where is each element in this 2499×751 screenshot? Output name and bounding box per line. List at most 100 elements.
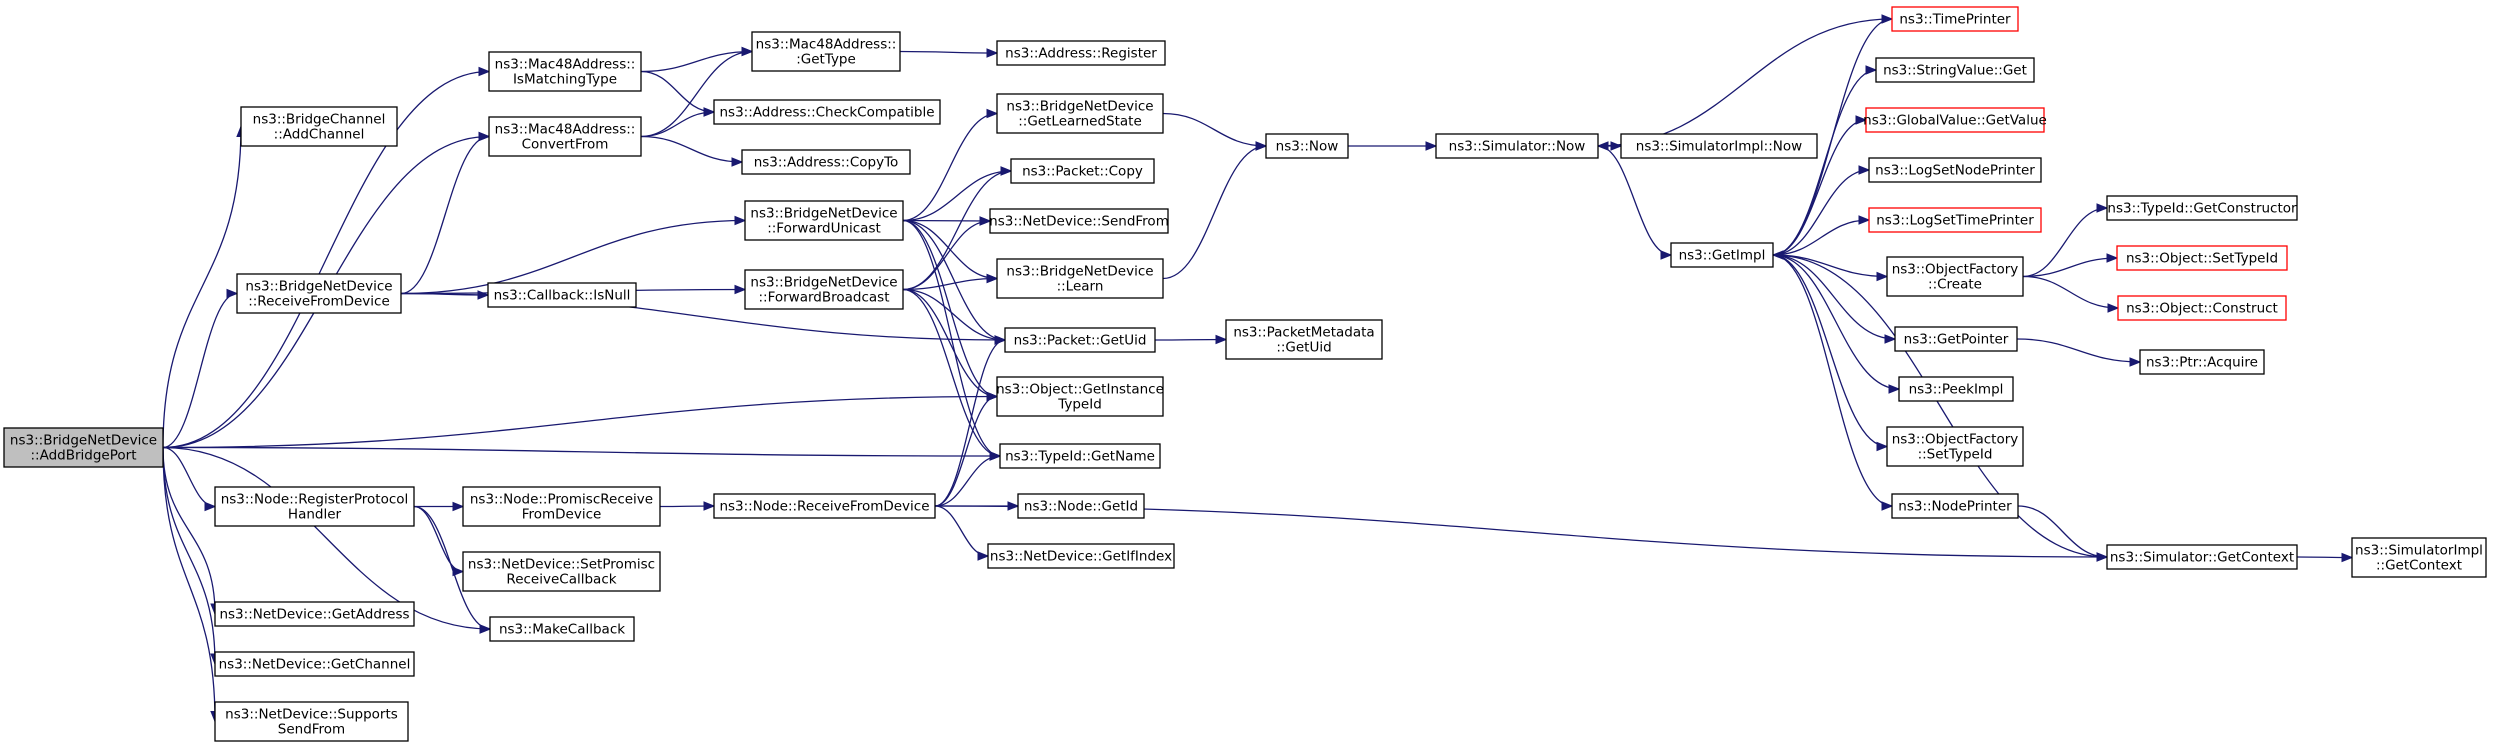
function-node-bnd-receive[interactable]: ns3::BridgeNetDevice::ReceiveFromDevice [236,273,402,314]
node-box [1898,376,2014,402]
call-edge-bnd_fwdunicast-to-typeid_getname [902,219,1001,457]
function-node-sim-getcontext[interactable]: ns3::Simulator::GetContext [2106,544,2298,570]
node-label-line: ns3::Packet::GetUid [1014,333,1147,349]
function-node-root[interactable]: ns3::BridgeNetDevice::AddBridgePort [3,427,164,468]
function-node-nd-getaddress[interactable]: ns3::NetDevice::GetAddress [214,601,415,627]
function-node-now[interactable]: ns3::Now [1265,133,1349,159]
function-node-cb-isnull[interactable]: ns3::Callback::IsNull [487,282,637,308]
node-box [1225,319,1383,360]
function-node-pkt-getuid[interactable]: ns3::Packet::GetUid [1004,327,1156,353]
node-box [1017,493,1145,519]
node-box [1265,133,1349,159]
function-node-pkt-copy[interactable]: ns3::Packet::Copy [1010,158,1155,184]
function-node-mac-ismatching[interactable]: ns3::Mac48Address::IsMatchingType [488,51,642,92]
call-edge-node_regproto-to-nd_setpromisc [413,505,464,573]
node-label-line: ::GetContext [2376,558,2462,574]
function-node-addr-copyto[interactable]: ns3::Address::CopyTo [741,149,911,175]
call-edge-root-to-typeid_getname [162,446,1001,457]
node-label-line: ::SetTypeId [1918,447,1993,463]
function-node-getpointer[interactable]: ns3::GetPointer [1894,326,2018,352]
call-edge-bnd_fwdunicast-to-bnd_getlearned [902,112,998,222]
arrowhead-node_regproto-to-makecallback [479,624,492,634]
node-label-line: ns3::Object::Construct [2126,301,2278,317]
function-node-addr-register[interactable]: ns3::Address::Register [996,40,1166,66]
node-box [462,551,661,592]
function-node-simimpl-getcontext[interactable]: ns3::SimulatorImpl::GetContext [2351,537,2487,578]
node-box [488,116,642,157]
node-label-line: ConvertFrom [522,137,609,153]
arrowhead-node_receive-to-pkt_getuid [994,335,1007,345]
function-node-node-receive[interactable]: ns3::Node::ReceiveFromDevice [713,493,936,519]
call-edge-getimpl-to-objfactory_settypeid [1772,254,1888,448]
node-label-line: ns3::Object::GetInstance [996,382,1164,398]
node-label-line: ::Create [1928,277,1982,293]
arrowhead-mac_convertfrom-to-mac_gettype [741,46,754,57]
function-node-typeid-getconstructor[interactable]: ns3::TypeId::GetConstructor [2106,195,2298,221]
function-node-stringvalue-get[interactable]: ns3::StringValue::Get [1875,57,2035,83]
function-node-objfactory-settypeid[interactable]: ns3::ObjectFactory::SetTypeId [1886,426,2024,467]
node-label-line: ns3::Simulator::GetContext [2110,550,2294,566]
function-node-nodeprinter[interactable]: ns3::NodePrinter [1891,493,2019,519]
function-node-bnd-fwdunicast[interactable]: ns3::BridgeNetDevice::ForwardUnicast [744,200,904,241]
arrowhead-nodeprinter-to-sim_getcontext [2096,552,2109,562]
node-label-line: ::ReceiveFromDevice [248,294,390,310]
call-edge-timeprinter-to-sim_now [1597,18,1893,147]
arrowhead-getimpl-to-globalvalue_getvalue [1855,115,1868,125]
call-edge-nodeprinter-to-sim_getcontext [2017,505,2108,558]
function-node-simimpl-now[interactable]: ns3::SimulatorImpl::Now [1620,133,1818,159]
function-node-bc-addchannel[interactable]: ns3::BridgeChannel::AddChannel [240,106,398,147]
node-label-line: ns3::BridgeNetDevice [750,206,897,222]
node-box [214,701,409,742]
node-box [987,543,1175,569]
function-node-nd-setpromisc[interactable]: ns3::NetDevice::SetPromiscReceiveCallbac… [462,551,661,592]
arrowhead-mac_convertfrom-to-addr_checkcompat [703,107,716,117]
function-node-obj-settypeid[interactable]: ns3::Object::SetTypeId [2116,245,2288,271]
arrowhead-root-to-mac_ismatching [478,66,491,77]
node-box [1868,157,2042,183]
function-node-nd-getchannel[interactable]: ns3::NetDevice::GetChannel [214,651,415,677]
call-edge-root-to-obj_getinstance [162,395,998,449]
function-node-node-getid[interactable]: ns3::Node::GetId [1017,493,1145,519]
arrowhead-objfactory_create-to-obj_construct [2107,303,2120,313]
node-box [999,443,1161,469]
function-node-typeid-getname[interactable]: ns3::TypeId::GetName [999,443,1161,469]
call-edge-bnd_fwdbroadcast-to-pkt_getuid [902,288,1006,341]
function-node-ptr-acquire[interactable]: ns3::Ptr::Acquire [2139,349,2265,375]
function-node-peekimpl[interactable]: ns3::PeekImpl [1898,376,2014,402]
arrowhead-root-to-bnd_receive [226,288,239,299]
function-node-obj-construct[interactable]: ns3::Object::Construct [2117,295,2287,321]
node-label-line: ns3::GlobalValue::GetValue [1863,113,2047,129]
function-node-timeprinter[interactable]: ns3::TimePrinter [1891,6,2019,32]
node-label-line: ns3::BridgeNetDevice [245,279,392,295]
node-label-line: ns3::LogSetTimePrinter [1876,213,2034,229]
function-node-bnd-learn[interactable]: ns3::BridgeNetDevice::Learn [996,258,1164,299]
function-node-nd-getifindex[interactable]: ns3::NetDevice::GetIfIndex [987,543,1175,569]
call-edge-bnd_getlearned-to-now [1162,112,1267,147]
function-node-globalvalue-getvalue[interactable]: ns3::GlobalValue::GetValue [1863,107,2047,133]
node-label-line: ns3::NetDevice::SendFrom [989,214,1169,230]
function-node-bnd-getlearned[interactable]: ns3::BridgeNetDevice::GetLearnedState [996,93,1164,134]
function-node-makecallback[interactable]: ns3::MakeCallback [489,616,635,642]
arrowhead-bnd_receive-to-mac_convertfrom [478,131,491,142]
node-box [214,651,415,677]
function-node-objfactory-create[interactable]: ns3::ObjectFactory::Create [1886,256,2024,297]
call-edge-sim_now-to-getimpl [1597,145,1672,256]
function-node-bnd-fwdbroadcast[interactable]: ns3::BridgeNetDevice::ForwardBroadcast [744,269,904,310]
function-node-sim-now[interactable]: ns3::Simulator::Now [1435,133,1599,159]
function-node-mac-convertfrom[interactable]: ns3::Mac48Address::ConvertFrom [488,116,642,157]
function-node-pktmeta-getuid[interactable]: ns3::PacketMetadata::GetUid [1225,319,1383,360]
function-node-mac-gettype[interactable]: ns3::Mac48Address:::GetType [751,31,901,72]
node-box [1010,158,1155,184]
node-label-line: ns3::ObjectFactory [1892,262,2019,278]
function-node-nd-sendfrom[interactable]: ns3::NetDevice::SendFrom [989,208,1169,234]
node-label-line: ::Learn [1057,279,1104,295]
function-node-logsetnodeprinter[interactable]: ns3::LogSetNodePrinter [1868,157,2042,183]
function-node-getimpl[interactable]: ns3::GetImpl [1670,242,1774,268]
node-label-line: ns3::NetDevice::Supports [225,707,398,723]
function-node-logsettimeprinter[interactable]: ns3::LogSetTimePrinter [1868,207,2042,233]
function-node-addr-checkcompat[interactable]: ns3::Address::CheckCompatible [713,99,941,125]
